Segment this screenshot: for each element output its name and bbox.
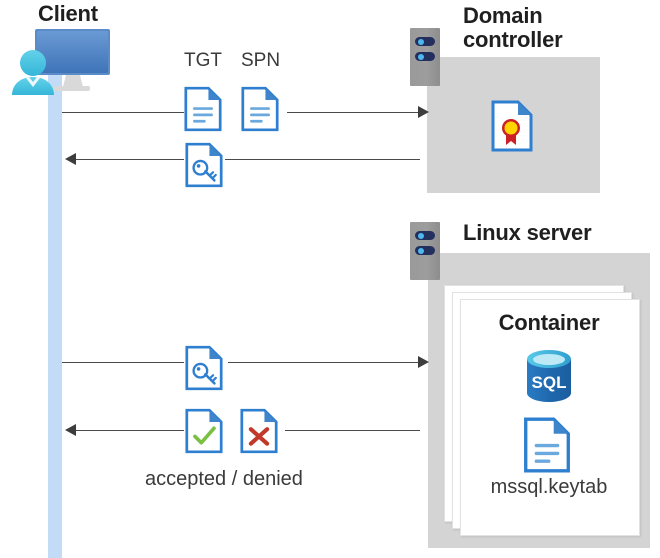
message-1-arrowhead <box>418 106 429 118</box>
message-1-line-right <box>287 112 419 113</box>
keytab-file-label: mssql.keytab <box>490 476 608 498</box>
container-title: Container <box>498 310 600 335</box>
spn-document-icon <box>241 85 279 138</box>
message-2-line-right <box>225 159 420 160</box>
message-2-line-left <box>76 159 184 160</box>
certificate-document-icon <box>491 100 533 157</box>
accepted-denied-label: accepted / denied <box>145 468 303 490</box>
denied-document-icon <box>240 407 278 460</box>
message-4-line-right <box>285 430 420 431</box>
domain-controller-title-line2: controller <box>463 27 563 52</box>
keytab-document-icon <box>522 417 572 478</box>
message-spn-label: SPN <box>241 50 281 71</box>
client-title: Client <box>38 1 98 26</box>
ticket-key-document-icon-1 <box>185 141 223 194</box>
linux-server-server-icon <box>410 222 448 282</box>
tgt-document-icon <box>184 85 222 138</box>
domain-controller-server-icon <box>410 28 448 88</box>
message-tgt-label: TGT <box>184 50 222 71</box>
message-2-arrowhead <box>65 153 76 165</box>
ticket-key-document-icon-2 <box>185 344 223 397</box>
accepted-document-icon <box>185 407 223 460</box>
domain-controller-title-line1: Domain <box>463 3 543 28</box>
client-computer-icon <box>6 25 116 95</box>
message-4-line-left <box>76 430 184 431</box>
client-lifeline <box>48 60 62 558</box>
sql-icon-text: SQL <box>532 373 567 392</box>
container-card-front <box>460 299 640 536</box>
message-3-line-left <box>62 362 184 363</box>
message-1-line-left <box>62 112 184 113</box>
message-4-arrowhead <box>65 424 76 436</box>
message-3-arrowhead <box>418 356 429 368</box>
sql-database-icon: SQL <box>519 348 579 409</box>
message-3-line-right <box>228 362 420 363</box>
linux-server-title: Linux server <box>463 220 592 245</box>
